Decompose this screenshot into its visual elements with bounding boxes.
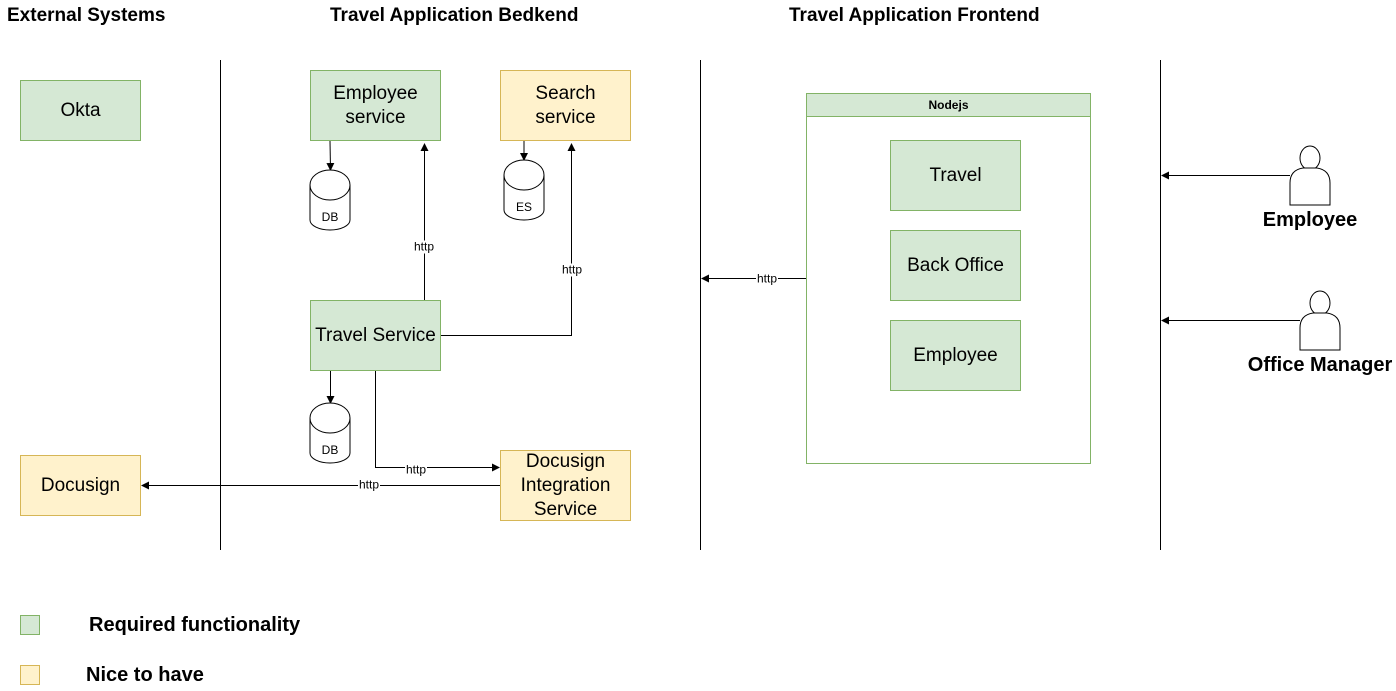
es-label: ES	[515, 200, 533, 214]
docusign-integration-label: Docusign Integration Service	[520, 450, 611, 520]
edge-travel-to-search	[441, 143, 576, 336]
docusign-integration-node[interactable]: Docusign Integration Service	[500, 450, 631, 521]
okta-node[interactable]: Okta	[20, 80, 141, 141]
edge-label-travel-employee: http	[412, 239, 436, 254]
frontend-module-travel[interactable]: Travel	[890, 140, 1021, 211]
search-service-label: Search service	[535, 82, 596, 128]
db-employee-label: DB	[321, 210, 339, 224]
legend-nice-swatch	[20, 665, 40, 685]
legend-required-swatch	[20, 615, 40, 635]
edge-travel-to-docusign-integration	[375, 371, 500, 472]
employee-actor-label: Employee	[1262, 209, 1358, 231]
docusign-label: Docusign	[40, 474, 121, 496]
frontend-module-label: Travel	[929, 164, 982, 186]
database-travel-icon	[309, 402, 351, 464]
legend-required-label: Required functionality	[89, 614, 301, 636]
column-heading-backend: Travel Application Bedkend	[330, 5, 579, 26]
edge-label-frontend-backend: http	[755, 271, 779, 286]
column-heading-external: External Systems	[7, 5, 166, 26]
edge-label-docusign-integration-docusign: http	[357, 477, 381, 492]
edge-label-travel-search: http	[560, 262, 584, 277]
frontend-module-employee[interactable]: Employee	[890, 320, 1021, 391]
database-employee-icon	[309, 169, 351, 231]
edge-label-travel-docusign-integration: http	[404, 462, 428, 477]
db-travel-label: DB	[321, 443, 339, 457]
frontend-module-label: Employee	[913, 344, 998, 366]
nodejs-title: Nodejs	[807, 94, 1090, 117]
frontend-module-back-office[interactable]: Back Office	[890, 230, 1021, 301]
edge-employee-service-db	[326, 140, 335, 171]
office-manager-actor-label: Office Manager	[1247, 354, 1393, 376]
travel-service-node[interactable]: Travel Service	[310, 300, 441, 371]
okta-label: Okta	[60, 99, 101, 121]
database-search-icon	[503, 159, 545, 221]
legend-nice-label: Nice to have	[86, 664, 204, 686]
employee-actor-icon	[1289, 145, 1331, 206]
employee-service-node[interactable]: Employee service	[310, 70, 441, 141]
office-manager-actor-icon	[1299, 290, 1341, 351]
search-service-node[interactable]: Search service	[500, 70, 631, 141]
travel-service-label: Travel Service	[315, 324, 436, 346]
frontend-module-label: Back Office	[907, 254, 1004, 276]
employee-service-label: Employee service	[333, 82, 418, 128]
column-heading-frontend: Travel Application Frontend	[789, 5, 1040, 26]
docusign-node[interactable]: Docusign	[20, 455, 141, 516]
